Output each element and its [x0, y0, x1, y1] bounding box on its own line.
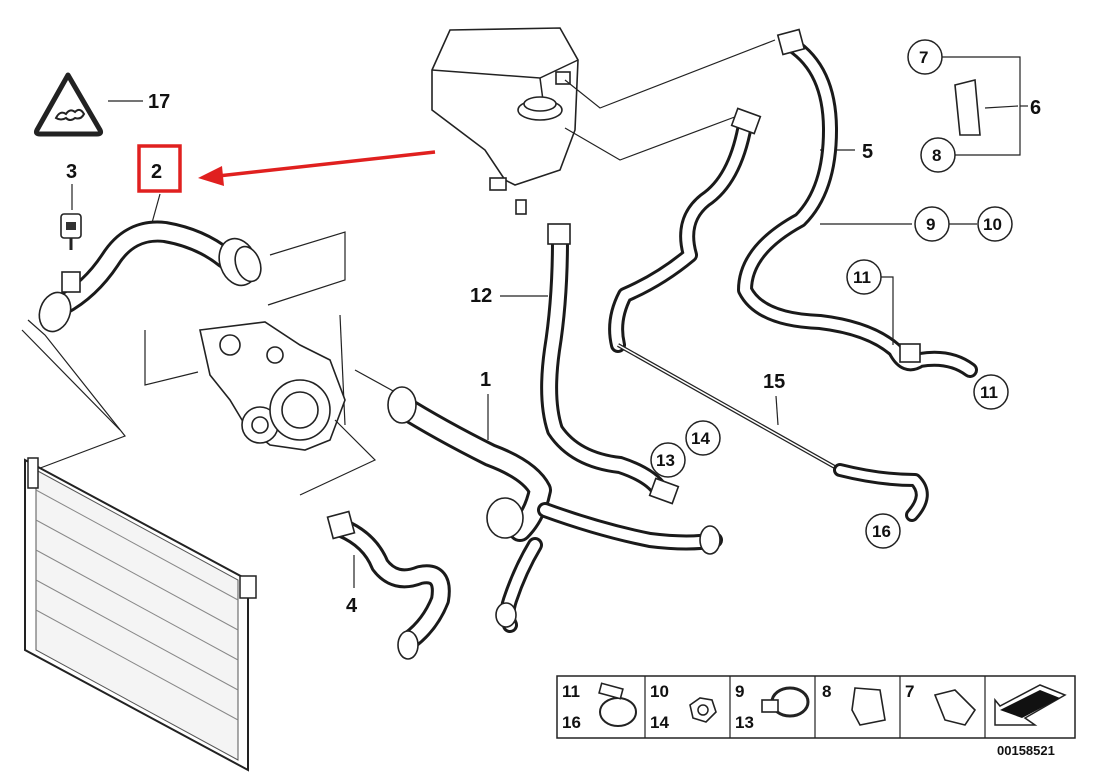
- callout-14-circle: 14: [685, 420, 721, 456]
- svg-text:10: 10: [983, 215, 1002, 234]
- svg-text:8: 8: [822, 682, 831, 701]
- svg-text:13: 13: [656, 451, 675, 470]
- callout-17: 17: [148, 91, 170, 113]
- hose-12: [540, 223, 680, 505]
- callout-7-circle: 7: [907, 39, 943, 75]
- callout-16-circle: 16: [865, 513, 901, 549]
- expansion-tank: [431, 27, 579, 215]
- callout-10-circle: 10: [977, 206, 1013, 242]
- callout-6: 6: [1030, 97, 1041, 119]
- hose-1: [387, 386, 723, 633]
- callout-12: 12: [470, 285, 492, 307]
- svg-text:14: 14: [691, 429, 710, 448]
- svg-text:13: 13: [735, 713, 754, 732]
- legend-cell-arrow: [994, 684, 1067, 726]
- svg-text:9: 9: [926, 215, 935, 234]
- upper-radiator-hose: [38, 220, 262, 333]
- callout-2: 2: [151, 161, 162, 183]
- svg-text:10: 10: [650, 682, 669, 701]
- callout-8-circle: 8: [920, 137, 956, 173]
- svg-text:7: 7: [905, 682, 914, 701]
- holder-icon: [851, 687, 886, 726]
- svg-text:14: 14: [650, 713, 669, 732]
- vent-hose: [608, 107, 762, 353]
- svg-text:16: 16: [562, 713, 581, 732]
- warning-triangle-icon: [33, 72, 104, 137]
- reference-number: 00158521: [997, 743, 1055, 758]
- callout-11-circle-bottom: 11: [973, 374, 1009, 410]
- callout-15: 15: [763, 371, 785, 393]
- svg-text:11: 11: [980, 383, 998, 402]
- bracket-clip-icon: [933, 689, 977, 726]
- legend-cell-holder: 8: [822, 682, 886, 726]
- legend-cell-hose-clamp: 11 16: [562, 682, 637, 732]
- svg-text:16: 16: [872, 522, 891, 541]
- callout-4: 4: [346, 595, 358, 617]
- water-pump: [199, 321, 346, 451]
- highlight-box: [137, 144, 182, 193]
- callout-13-circle: 13: [650, 442, 686, 478]
- callout-11-circle-top: 11: [846, 259, 882, 295]
- callout-9-circle: 9: [914, 206, 950, 242]
- svg-text:8: 8: [932, 146, 941, 165]
- legend-box: 11 16 10 14 9 13 8 7: [556, 675, 1076, 739]
- legend-cell-bracket: 7: [905, 682, 977, 726]
- radiator: [24, 457, 257, 772]
- arrow-icon: [198, 150, 436, 186]
- svg-text:11: 11: [853, 268, 871, 287]
- svg-text:7: 7: [919, 48, 928, 67]
- legend-cell-nut: 10 14: [650, 682, 717, 732]
- svg-text:11: 11: [562, 682, 580, 701]
- callout-3: 3: [66, 161, 77, 183]
- temperature-sensor: [60, 213, 82, 250]
- bracket: [954, 78, 1019, 136]
- line-15: [617, 343, 929, 522]
- hose-5: [737, 28, 978, 378]
- callout-1: 1: [480, 369, 491, 391]
- lower-hose-4: [326, 510, 451, 660]
- legend-cell-clip: 9 13: [735, 682, 810, 732]
- svg-text:9: 9: [735, 682, 744, 701]
- callout-5: 5: [862, 141, 873, 163]
